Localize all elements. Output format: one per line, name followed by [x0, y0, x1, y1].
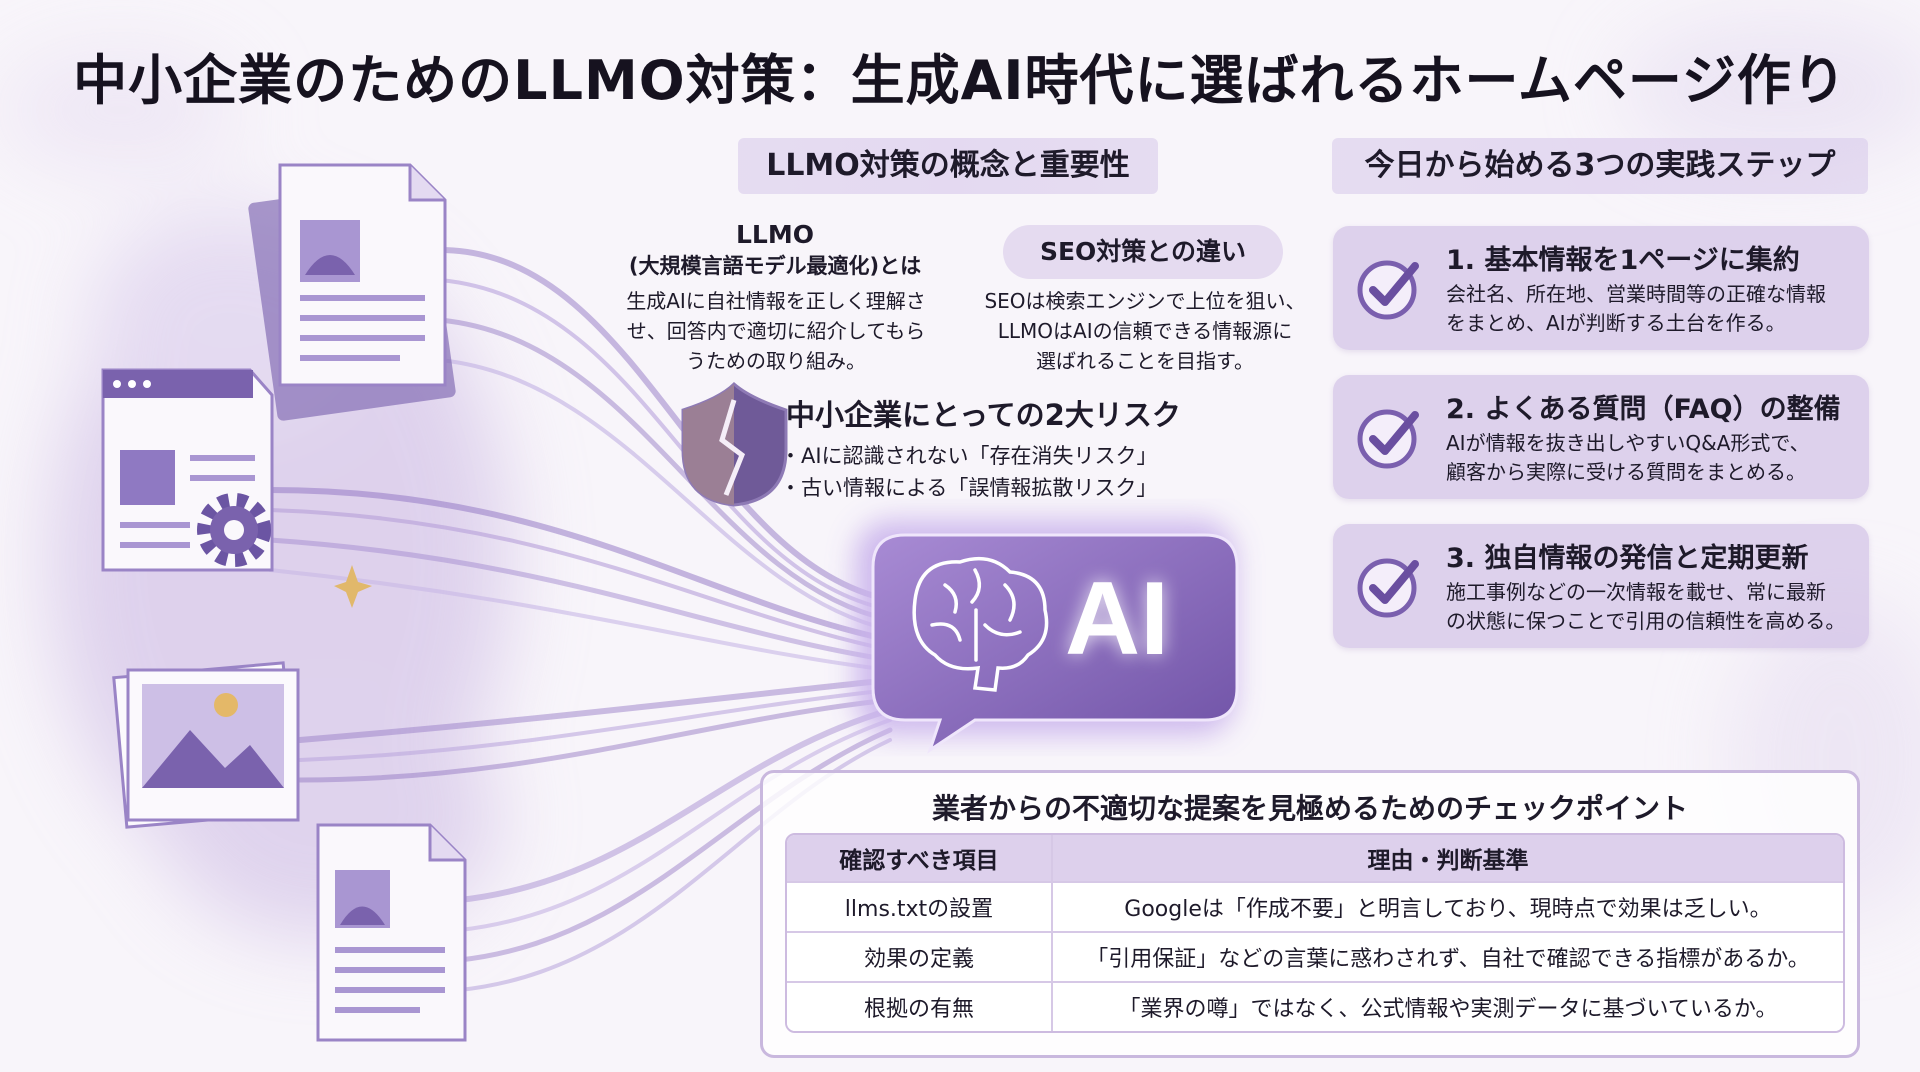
table-cell: 効果の定義: [787, 931, 1053, 981]
brain-icon: [912, 556, 1049, 692]
table-row: 効果の定義 「引用保証」などの言葉に惑わされず、自社で確認できる指標があるか。: [787, 931, 1843, 981]
table-cell: 「引用保証」などの言葉に惑わされず、自社で確認できる指標があるか。: [1053, 931, 1843, 981]
check-icon: [1357, 409, 1419, 469]
column-header: 確認すべき項目: [787, 835, 1053, 881]
document-icon: [248, 163, 456, 421]
step-description: 施工事例などの一次情報を載せ、常に最新 の状態に保つことで引用の信頼性を高める。: [1446, 580, 1846, 633]
browser-window-icon: [101, 368, 274, 572]
photo-stack-icon: [112, 661, 300, 829]
ai-bubble: [871, 533, 1239, 754]
concept-banner: LLMO対策の概念と重要性: [738, 138, 1158, 194]
gear-icon: [197, 493, 271, 567]
broken-shield-icon: [681, 381, 788, 507]
column-header: 理由・判断基準: [1053, 835, 1843, 881]
checkpoint-table: 確認すべき項目 理由・判断基準 llms.txtの設置 Googleは「作成不要…: [785, 833, 1845, 1033]
table-cell: llms.txtの設置: [787, 881, 1053, 931]
step-card-2: 2. よくある質問（FAQ）の整備 AIが情報を抜き出しやすいQ&A形式で、 顧…: [1333, 375, 1869, 499]
check-icon: [1357, 260, 1419, 320]
table-header-row: 確認すべき項目 理由・判断基準: [787, 835, 1843, 881]
step-card-3: 3. 独自情報の発信と定期更新 施工事例などの一次情報を載せ、常に最新 の状態に…: [1333, 524, 1869, 648]
page-title: 中小企業のためのLLMO対策：生成AI時代に選ばれるホームページ作り: [73, 49, 1847, 112]
step-title: 3. 独自情報の発信と定期更新: [1446, 543, 1809, 574]
llmo-subheading: (大規模言語モデル最適化)とは: [628, 254, 922, 278]
step-title: 2. よくある質問（FAQ）の整備: [1446, 394, 1841, 425]
sparkle-icon: [334, 565, 372, 608]
seo-heading: SEO対策との違い: [1003, 225, 1283, 279]
steps-banner: 今日から始める3つの実践ステップ: [1332, 138, 1868, 194]
step-card-1: 1. 基本情報を1ページに集約 会社名、所在地、営業時間等の正確な情報 をまとめ…: [1333, 226, 1869, 350]
table-cell: 「業界の噂」ではなく、公式情報や実測データに基づいているか。: [1053, 981, 1843, 1031]
table-row: 根拠の有無 「業界の噂」ではなく、公式情報や実測データに基づいているか。: [787, 981, 1843, 1031]
document-icon: [316, 823, 467, 1042]
table-cell: 根拠の有無: [787, 981, 1053, 1031]
check-icon: [1357, 558, 1419, 618]
checkpoint-title: 業者からの不適切な提案を見極めるためのチェックポイント: [931, 792, 1688, 825]
ai-badge: AI: [1065, 561, 1169, 677]
risk-item: ・古い情報による「誤情報拡散リスク」: [780, 476, 1158, 500]
risk-title: 中小企業にとっての2大リスク: [786, 398, 1181, 432]
table-row: llms.txtの設置 Googleは「作成不要」と明言しており、現時点で効果は…: [787, 881, 1843, 931]
step-description: AIが情報を抜き出しやすいQ&A形式で、 顧客から実際に受ける質問をまとめる。: [1446, 431, 1810, 484]
checkpoint-panel: 業者からの不適切な提案を見極めるためのチェックポイント 確認すべき項目 理由・判…: [760, 770, 1860, 1058]
table-cell: Googleは「作成不要」と明言しており、現時点で効果は乏しい。: [1053, 881, 1843, 931]
step-title: 1. 基本情報を1ページに集約: [1446, 245, 1800, 276]
step-description: 会社名、所在地、営業時間等の正確な情報 をまとめ、AIが判断する土台を作る。: [1446, 282, 1826, 335]
seo-body: SEOは検索エンジンで上位を狙い、 LLMOはAIの信頼できる情報源に 選ばれる…: [984, 289, 1306, 373]
risk-item: ・AIに認識されない「存在消失リスク」: [780, 444, 1158, 468]
llmo-body: 生成AIに自社情報を正しく理解さ せ、回答内で適切に紹介してもら うための取り組…: [626, 289, 926, 373]
llmo-heading: LLMO: [736, 220, 814, 249]
